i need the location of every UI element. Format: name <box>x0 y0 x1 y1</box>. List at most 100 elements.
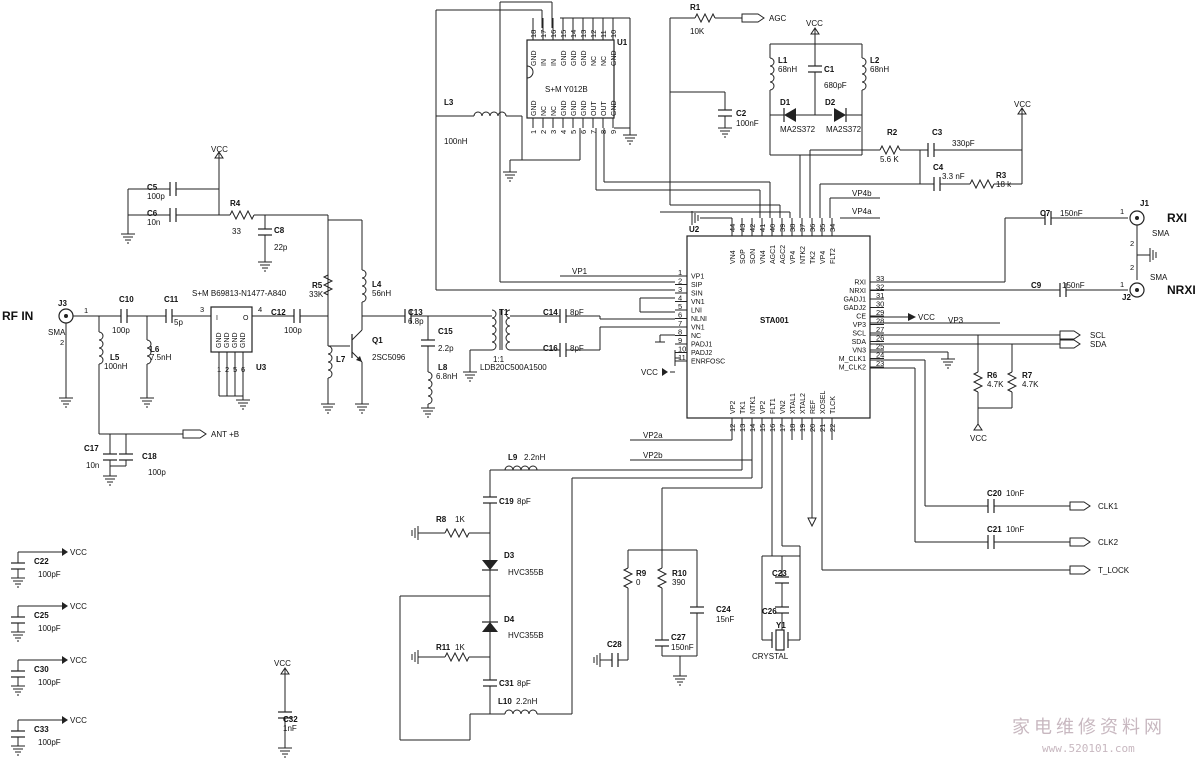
u2-pin-name-28: VP3 <box>853 322 866 329</box>
rf-input-section: RF IN J3 SMA 1 2 C10 100p C11 5p L5 100n… <box>2 295 239 486</box>
u2-pin-name-15: VP2 <box>760 401 767 414</box>
c3-ref: C3 <box>932 128 943 137</box>
c1-ref: C1 <box>824 65 835 74</box>
u2-pin-name-26: SDA <box>852 339 867 346</box>
u1-ref: U1 <box>617 38 628 47</box>
u2-pin-num-12: 12 <box>728 424 737 432</box>
u2-pin-num-1: 1 <box>678 268 682 277</box>
u2-pin-num-8: 8 <box>678 328 682 337</box>
u3-gnd-label-3: GND <box>240 332 247 348</box>
c33-ref: C33 <box>34 725 49 734</box>
u1-pin-name-11: NC <box>601 56 608 66</box>
r11-ref: R11 <box>436 643 451 652</box>
l7-ref: L7 <box>336 355 346 364</box>
u2-pin-num-43: 43 <box>738 224 747 232</box>
u2-pin-num-30: 30 <box>876 300 884 309</box>
vp1-label: VP1 <box>572 267 588 276</box>
l9-value: 2.2nH <box>524 453 546 462</box>
r1-ref: R1 <box>690 3 701 12</box>
u2-pin-num-21: 21 <box>818 424 827 432</box>
r10-ref: R10 <box>672 569 687 578</box>
vp4a-label: VP4a <box>852 207 872 216</box>
c10-ref: C10 <box>119 295 134 304</box>
r11-value: 1K <box>455 643 465 652</box>
u2-pin-name-14: NTK1 <box>750 396 757 414</box>
u2-pin-num-26: 26 <box>876 334 884 343</box>
u2-pin-name-5: LNI <box>691 308 702 315</box>
u3-out-num: 4 <box>258 305 262 314</box>
u2-pin-num-31: 31 <box>876 291 884 300</box>
u2-pin-name-27: SCL <box>852 331 866 338</box>
r5-ref: R5 <box>312 281 323 290</box>
u2-pin-name-1: VP1 <box>691 274 704 281</box>
j2-value: SMA <box>1150 273 1168 282</box>
c28-ref: C28 <box>607 640 622 649</box>
u2-pin-name-32: NRXI <box>849 288 866 295</box>
c30-value: 100pF <box>38 678 61 687</box>
j1-pin2: 2 <box>1130 239 1134 248</box>
vcc-label-r4: VCC <box>211 145 228 154</box>
u2-pin-num-38: 38 <box>788 224 797 232</box>
u2-pin-name-19: XTAL2 <box>800 393 807 414</box>
sda-label: SDA <box>1090 340 1107 349</box>
r10-value: 390 <box>672 578 686 587</box>
j3-pin2: 2 <box>60 338 64 347</box>
u1-pin-num-11: 11 <box>599 30 608 38</box>
decoupling-caps: VCCC22100pFVCCC25100pFVCCC30100pFVCCC331… <box>10 548 87 756</box>
u1-name: S+M Y012B <box>545 85 588 94</box>
u2-pin-name-23: M_CLK2 <box>839 365 866 372</box>
u2-pin-num-33: 33 <box>876 274 884 283</box>
lna-stage: C12 100p R5 33K L7 Q1 2SC5096 L4 56nH VC… <box>120 145 406 414</box>
u3-name: S+M B69813-N1477-A840 <box>192 289 287 298</box>
u2-pin-name-25: VN3 <box>852 348 866 355</box>
u2-pin-name-8: NC <box>691 333 701 340</box>
c8-ref: C8 <box>274 226 285 235</box>
u3-gnd-label-0: GND <box>216 332 223 348</box>
clk2-label: CLK2 <box>1098 538 1119 547</box>
u2-pin-num-25: 25 <box>876 342 884 351</box>
u2-pin-name-42: SON <box>750 249 757 264</box>
u1-pin-num-3: 3 <box>549 130 558 134</box>
r7-value: 4.7K <box>1022 380 1039 389</box>
c30-ref: C30 <box>34 665 49 674</box>
u2-pin-name-44: VN4 <box>730 250 737 264</box>
l6-value: 7.5nH <box>150 353 172 362</box>
j2-pin1: 1 <box>1120 280 1124 289</box>
d3-value: HVC355B <box>508 568 544 577</box>
u1-pin-name-13: GND <box>581 50 588 66</box>
r9-value: 0 <box>636 578 641 587</box>
u2-pin-num-6: 6 <box>678 311 682 320</box>
c6-ref: C6 <box>147 209 158 218</box>
u2-pin-name-9: PADJ1 <box>691 342 712 349</box>
c18-ref: C18 <box>142 452 157 461</box>
c26-ref: C26 <box>762 607 777 616</box>
vp4b-label: VP4b <box>852 189 872 198</box>
u1-top-pins: 18GND17IN16IN15GND14GND13GND12NC11NC10GN… <box>529 18 618 66</box>
u2-pin-num-7: 7 <box>678 319 682 328</box>
u1-pin-name-4: GND <box>561 100 568 116</box>
j2-ref: J2 <box>1122 293 1131 302</box>
c24-value: 15nF <box>716 615 734 624</box>
q1-value: 2SC5096 <box>372 353 406 362</box>
d3-ref: D3 <box>504 551 515 560</box>
u2-pin-num-10: 10 <box>678 345 686 354</box>
u2-pin-num-5: 5 <box>678 302 682 311</box>
u2-pin-name-31: GADJ1 <box>843 297 866 304</box>
u2-pin-name-2: SIP <box>691 282 703 289</box>
u2-pin-name-22: TLCK <box>830 396 837 414</box>
t-lock-label: T_LOCK <box>1098 566 1130 575</box>
u1-pin-num-2: 2 <box>539 130 548 134</box>
d1-value: MA2S372 <box>780 125 816 134</box>
u1-pin-name-10: GND <box>611 50 618 66</box>
l5-ref: L5 <box>110 353 120 362</box>
connector-j2 <box>1129 282 1145 298</box>
vcc-label-c32: VCC <box>274 659 291 668</box>
output-section: C7 150nF RXI J1 SMA 1 2 C9 150nF NRXI J2… <box>821 199 1196 575</box>
u2-pin-name-7: VN1 <box>691 325 705 332</box>
r7-ref: R7 <box>1022 371 1033 380</box>
u3-in-num: 3 <box>200 305 204 314</box>
u1-pin-num-17: 17 <box>539 30 548 38</box>
u2-pin-num-37: 37 <box>798 224 807 232</box>
c4-ref: C4 <box>933 163 944 172</box>
